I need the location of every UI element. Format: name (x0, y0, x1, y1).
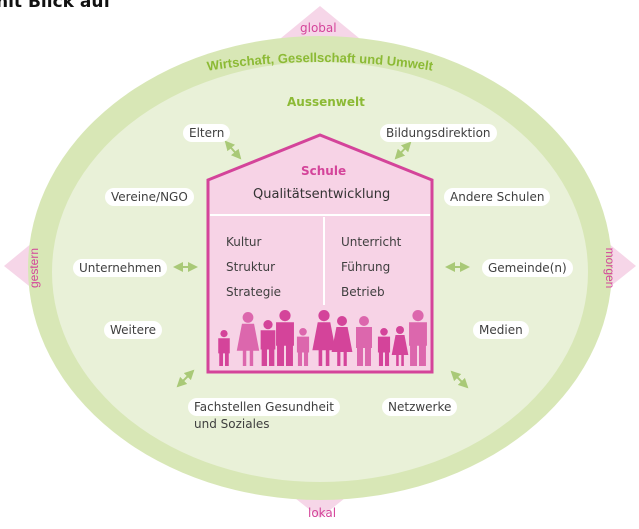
partner-medien: Medien (473, 321, 529, 339)
school-right-item-betrieb: Betrieb (341, 285, 385, 299)
partner-fachstellen-line1: Fachstellen Gesundheit (188, 398, 340, 416)
axis-label-top: global (300, 21, 337, 35)
person-icon (331, 316, 353, 366)
partner-weitere: Weitere (104, 321, 163, 339)
partner-netzwerke: Netzwerke (382, 398, 458, 416)
school-left-item-strategie: Strategie (226, 285, 282, 299)
arrow-netzwerke (450, 370, 469, 389)
person-icon (409, 310, 427, 366)
people-icon-group (218, 310, 427, 366)
person-icon (236, 312, 260, 366)
partner-fachstellen-line2: und Soziales (194, 417, 270, 431)
arrow-bildungsdirektion (394, 141, 412, 160)
school-left-item-kultur: Kultur (226, 235, 262, 249)
school-right-item-fuehrung: Führung (341, 260, 391, 274)
partner-unternehmen: Unternehmen (73, 259, 168, 277)
arrow-eltern (224, 140, 242, 160)
school-house (206, 133, 434, 374)
person-icon (276, 310, 294, 366)
axis-label-bottom: lokal (308, 506, 337, 520)
school-title: Schule (301, 164, 347, 178)
environment-label: Aussenwelt (287, 95, 365, 109)
connection-arrows (173, 140, 470, 389)
partner-bildungsdirektion: Bildungsdirektion (380, 124, 497, 142)
person-icon (356, 316, 372, 366)
person-icon (391, 326, 409, 366)
axis-label-right: morgen (603, 248, 617, 289)
person-icon (218, 330, 230, 366)
person-icon (260, 320, 276, 366)
partner-vereine: Vereine/NGO (105, 188, 194, 206)
school-subtitle: Qualitätsentwicklung (253, 187, 391, 202)
partner-eltern: Eltern (183, 124, 231, 142)
school-right-item-unterricht: Unterricht (341, 235, 402, 249)
partner-gemeinde: Gemeinde(n) (482, 259, 573, 277)
partner-andere-schulen: Andere Schulen (444, 188, 551, 206)
school-left-item-struktur: Struktur (226, 260, 276, 274)
person-icon (377, 328, 391, 366)
heading-fragment: nit Blick auf (0, 0, 111, 12)
arrow-fachstellen (176, 369, 195, 388)
person-icon (312, 310, 336, 366)
axis-label-left: gestern (27, 248, 41, 288)
person-icon (296, 328, 310, 366)
